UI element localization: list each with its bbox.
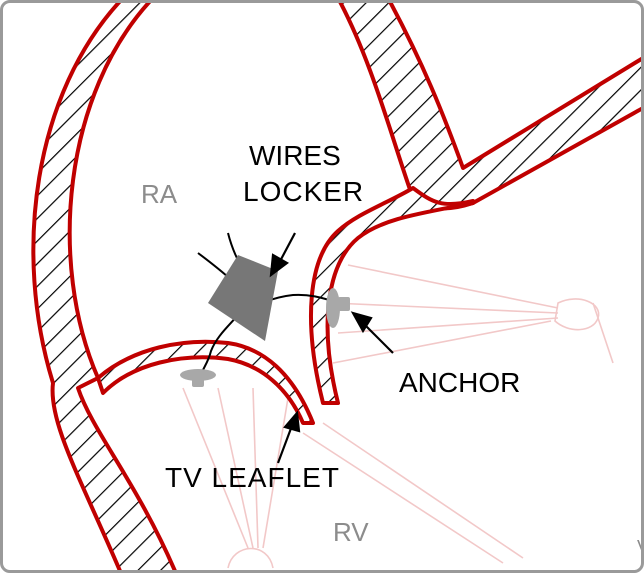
- outer-wall-left: [31, 3, 177, 570]
- anchor-label: ANCHOR: [399, 367, 520, 398]
- wires-locker-device: [208, 255, 278, 341]
- annulus-anchor: [180, 369, 216, 387]
- anchor-device: [326, 288, 350, 328]
- outer-wall-right: [338, 3, 641, 211]
- tv-leaflet-label: TV LEAFLET: [165, 462, 340, 493]
- locker-label: LOCKER: [243, 176, 364, 207]
- rv-label: RV: [333, 517, 369, 547]
- wires-label: WIRES: [249, 140, 341, 171]
- edge-fragment-label: V: [637, 537, 644, 557]
- chordae-tendineae: [182, 264, 614, 569]
- heart-diagram: RA RV WIRES LOCKER ANCHOR TV LEAFLET V: [31, 3, 644, 570]
- ra-label: RA: [141, 179, 178, 209]
- annulus-band: [96, 339, 315, 425]
- pointer-arrows: [269, 232, 394, 464]
